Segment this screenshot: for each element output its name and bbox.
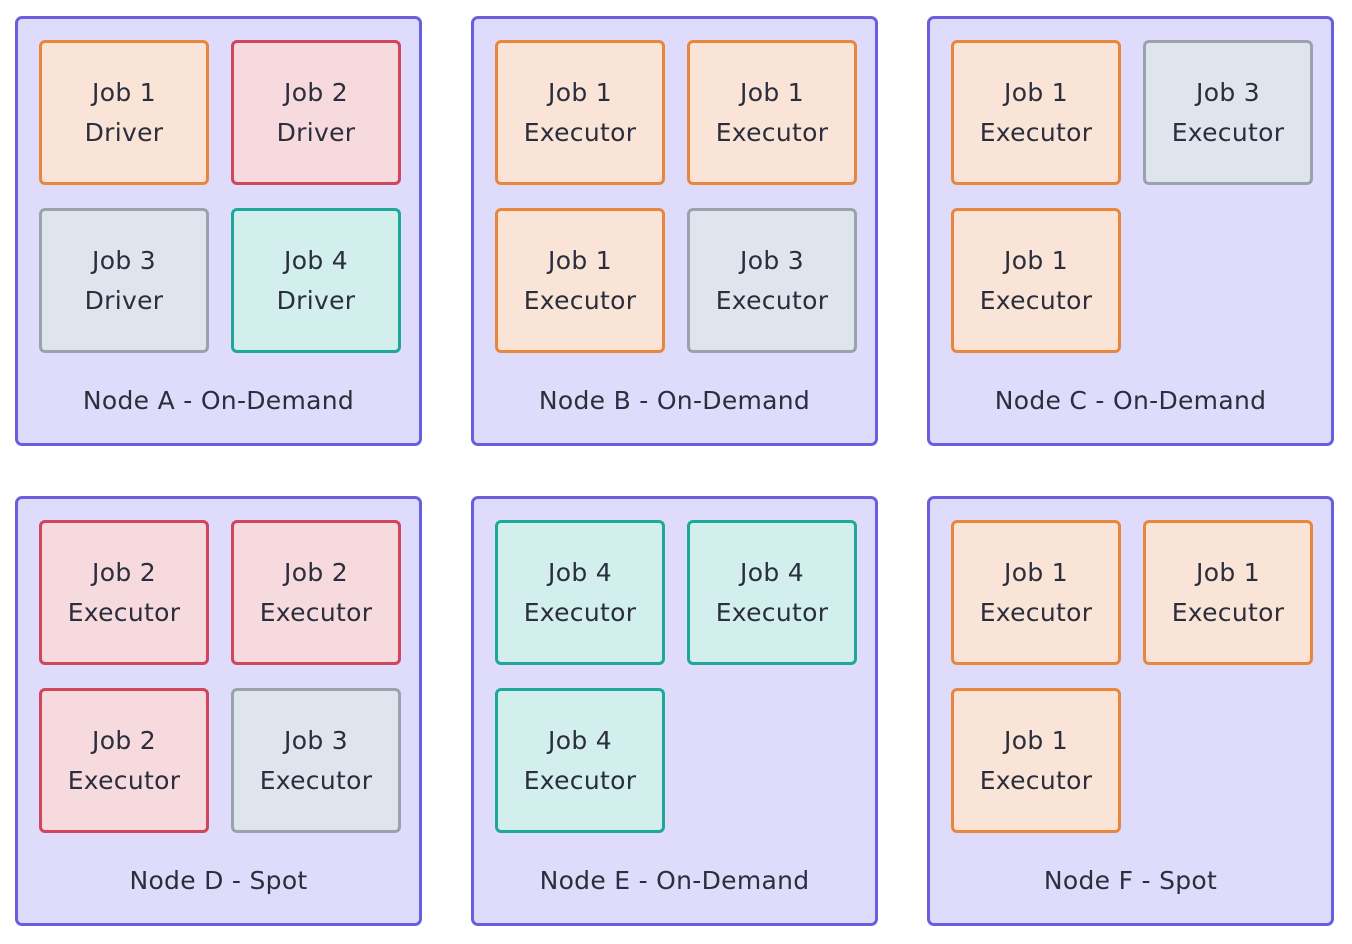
node-label: Node B - On-Demand	[538, 386, 811, 415]
task-role: Driver	[84, 285, 164, 315]
task-job-4-driver: Job 4 Driver	[231, 208, 401, 353]
task-job: Job 4	[284, 245, 348, 275]
task-job: Job 3	[92, 245, 156, 275]
task-job: Job 3	[284, 725, 348, 755]
task-job: Job 1	[1196, 557, 1260, 587]
task-job-1-executor: Job 1 Executor	[495, 208, 665, 353]
node-e: Job 4 Executor Job 4 Executor Job 4 Exec…	[471, 496, 878, 926]
task-job: Job 1	[548, 245, 612, 275]
task-role: Executor	[979, 765, 1093, 795]
task-job-2-executor: Job 2 Executor	[231, 520, 401, 665]
task-job: Job 1	[1004, 725, 1068, 755]
task-role: Executor	[523, 285, 637, 315]
task-job-1-executor: Job 1 Executor	[687, 40, 857, 185]
task-role: Driver	[276, 117, 356, 147]
task-job: Job 1	[1004, 77, 1068, 107]
node-a: Job 1 Driver Job 2 Driver Job 3 Driver J…	[15, 16, 422, 446]
task-job-1-executor: Job 1 Executor	[951, 40, 1121, 185]
task-job-4-executor: Job 4 Executor	[687, 520, 857, 665]
node-b: Job 1 Executor Job 1 Executor Job 1 Exec…	[471, 16, 878, 446]
task-role: Executor	[1171, 597, 1285, 627]
task-job-3-executor: Job 3 Executor	[231, 688, 401, 833]
task-job-4-executor: Job 4 Executor	[495, 688, 665, 833]
task-job-4-executor: Job 4 Executor	[495, 520, 665, 665]
task-role: Executor	[715, 597, 829, 627]
task-job: Job 1	[1004, 557, 1068, 587]
task-job-3-driver: Job 3 Driver	[39, 208, 209, 353]
task-job-1-executor: Job 1 Executor	[495, 40, 665, 185]
node-d: Job 2 Executor Job 2 Executor Job 2 Exec…	[15, 496, 422, 926]
task-job: Job 2	[284, 77, 348, 107]
task-job: Job 3	[740, 245, 804, 275]
task-role: Executor	[67, 597, 181, 627]
task-role: Executor	[523, 765, 637, 795]
task-role: Driver	[276, 285, 356, 315]
task-job: Job 1	[92, 77, 156, 107]
task-job-3-executor: Job 3 Executor	[687, 208, 857, 353]
task-role: Executor	[979, 117, 1093, 147]
task-job-2-executor: Job 2 Executor	[39, 520, 209, 665]
task-role: Executor	[523, 117, 637, 147]
task-job-2-driver: Job 2 Driver	[231, 40, 401, 185]
task-job-1-executor: Job 1 Executor	[951, 208, 1121, 353]
node-label: Node A - On-Demand	[82, 386, 355, 415]
node-label: Node D - Spot	[129, 866, 308, 895]
task-role: Executor	[715, 285, 829, 315]
node-c: Job 1 Executor Job 3 Executor Job 1 Exec…	[927, 16, 1334, 446]
task-job: Job 2	[284, 557, 348, 587]
task-role: Executor	[523, 597, 637, 627]
node-label: Node E - On-Demand	[539, 866, 810, 895]
task-job-1-executor: Job 1 Executor	[951, 688, 1121, 833]
task-job: Job 4	[548, 725, 612, 755]
task-role: Executor	[259, 765, 373, 795]
task-job: Job 1	[740, 77, 804, 107]
task-role: Executor	[67, 765, 181, 795]
task-job-1-executor: Job 1 Executor	[951, 520, 1121, 665]
task-job: Job 2	[92, 557, 156, 587]
task-role: Executor	[979, 597, 1093, 627]
task-job: Job 2	[92, 725, 156, 755]
task-role: Executor	[259, 597, 373, 627]
task-role: Executor	[979, 285, 1093, 315]
task-job-1-executor: Job 1 Executor	[1143, 520, 1313, 665]
task-job: Job 1	[1004, 245, 1068, 275]
node-label: Node C - On-Demand	[994, 386, 1267, 415]
task-role: Driver	[84, 117, 164, 147]
task-role: Executor	[1171, 117, 1285, 147]
task-job: Job 4	[740, 557, 804, 587]
task-role: Executor	[715, 117, 829, 147]
task-job-3-executor: Job 3 Executor	[1143, 40, 1313, 185]
task-job-2-executor: Job 2 Executor	[39, 688, 209, 833]
task-job: Job 1	[548, 77, 612, 107]
node-label: Node F - Spot	[1043, 866, 1218, 895]
task-job: Job 3	[1196, 77, 1260, 107]
task-job: Job 4	[548, 557, 612, 587]
node-f: Job 1 Executor Job 1 Executor Job 1 Exec…	[927, 496, 1334, 926]
task-job-1-driver: Job 1 Driver	[39, 40, 209, 185]
